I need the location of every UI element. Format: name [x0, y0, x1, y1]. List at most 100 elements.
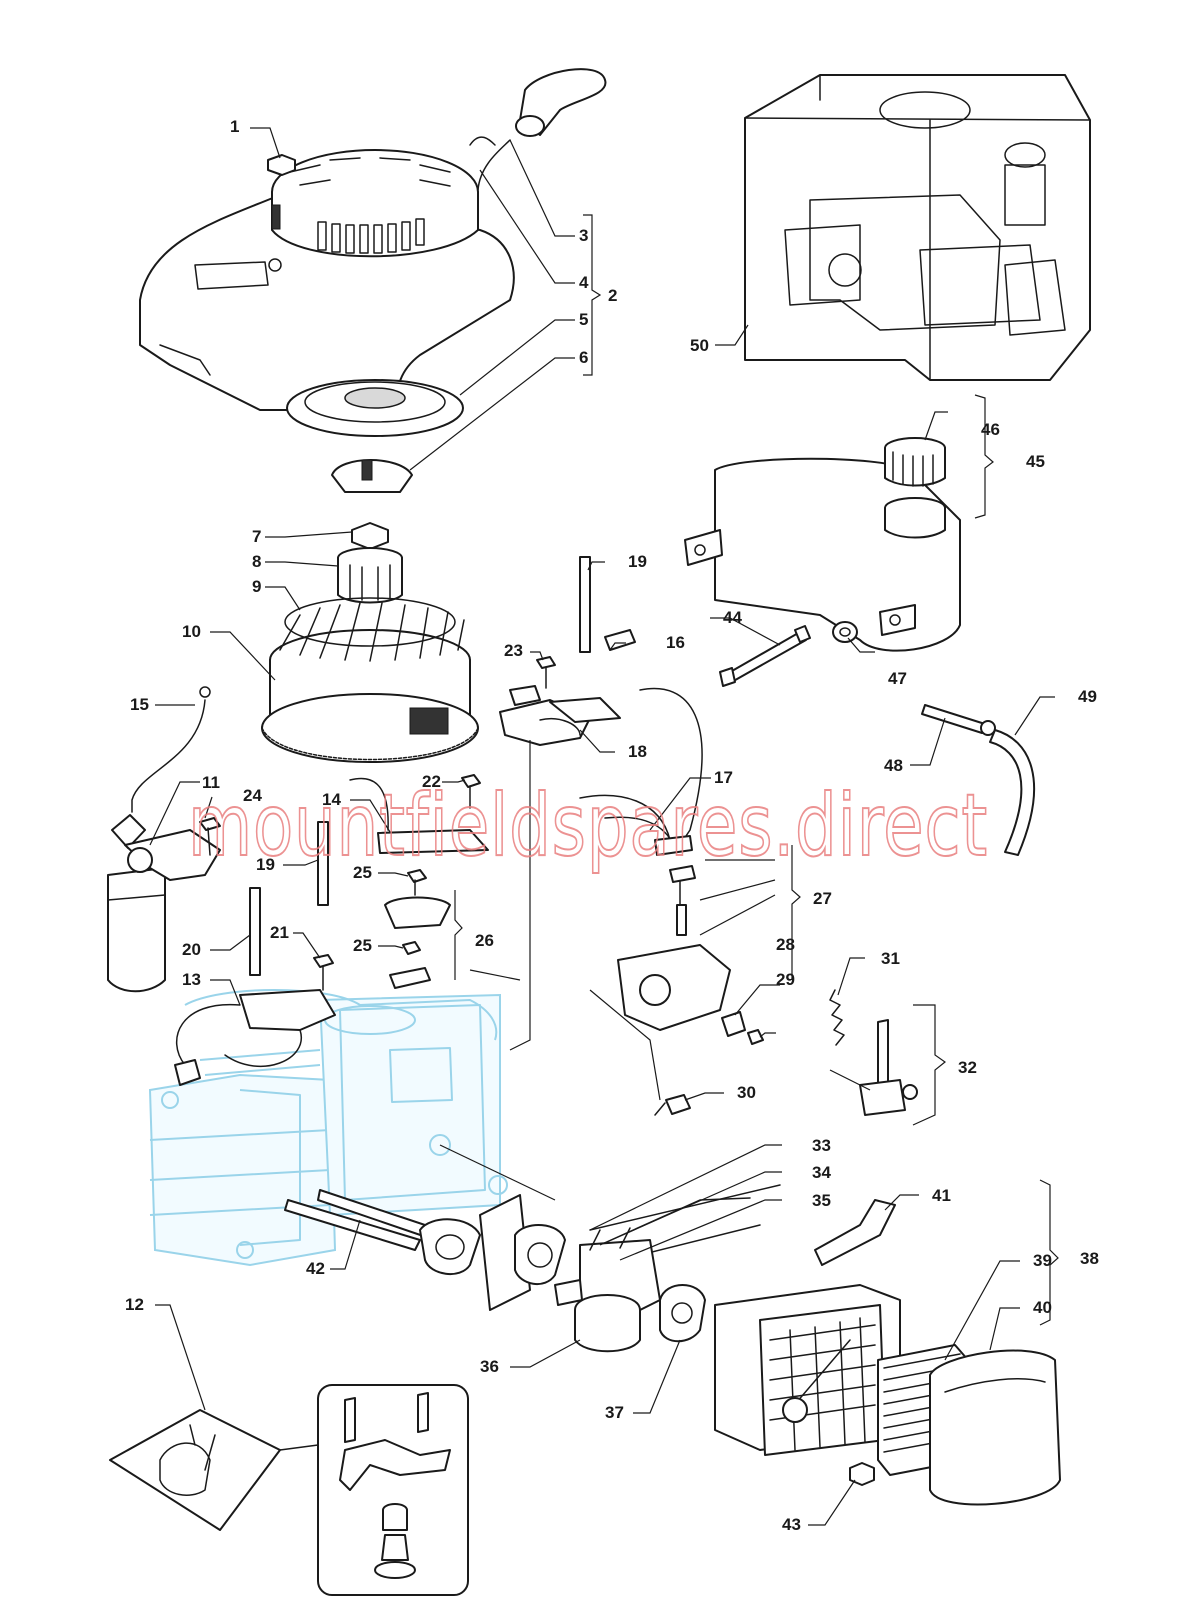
air-filter-housing-38	[714, 1284, 901, 1456]
callout-37: 37	[605, 1403, 624, 1422]
coil-bracket	[349, 777, 489, 854]
callout-labels: 1 2 3 4 5 6 7 8 9 10 11 12 13 14 15 16 1…	[125, 117, 1099, 1534]
bolt-22	[461, 774, 481, 809]
callout-34: 34	[812, 1163, 831, 1182]
bolt-21	[313, 954, 334, 991]
switch-16	[604, 629, 636, 651]
callout-17: 17	[714, 768, 733, 787]
callout-24: 24	[243, 786, 262, 805]
filter-cover-40	[929, 1349, 1061, 1506]
callout-32: 32	[958, 1058, 977, 1077]
callout-22: 22	[422, 772, 441, 791]
nut-43	[849, 1462, 875, 1486]
callout-30: 30	[737, 1083, 756, 1102]
bolt-23	[536, 656, 556, 689]
recoil-starter-cover	[139, 136, 515, 411]
callout-16: 16	[666, 633, 685, 652]
screw-29	[747, 1029, 764, 1045]
fuel-hose-49	[989, 729, 1035, 856]
callout-26: 26	[475, 931, 494, 950]
callout-49: 49	[1078, 687, 1097, 706]
leader-lines	[149, 127, 1055, 1526]
callout-12: 12	[125, 1295, 144, 1314]
callout-19-lower: 19	[256, 855, 275, 874]
callout-28: 28	[776, 935, 795, 954]
callout-8: 8	[252, 552, 261, 571]
callout-23: 23	[504, 641, 523, 660]
callout-5: 5	[579, 310, 588, 329]
governor-lever-32	[859, 1019, 918, 1116]
flywheel-cup	[337, 547, 403, 604]
intake-gaskets	[419, 1194, 566, 1311]
callout-25-upper: 25	[353, 863, 372, 882]
starter-motor	[107, 829, 221, 993]
fuel-tank-45	[684, 457, 961, 652]
callout-45: 45	[1026, 452, 1045, 471]
callout-39: 39	[1033, 1251, 1052, 1270]
callout-40: 40	[1033, 1298, 1052, 1317]
callout-6: 6	[579, 348, 588, 367]
callout-31: 31	[881, 949, 900, 968]
callout-25-lower: 25	[353, 936, 372, 955]
grommet-47	[832, 621, 858, 643]
starter-handle	[515, 68, 607, 137]
callout-1: 1	[230, 117, 239, 136]
nut-part	[267, 154, 296, 176]
callout-14: 14	[322, 790, 341, 809]
callout-27: 27	[813, 889, 832, 908]
flywheel-nut	[351, 522, 389, 550]
flywheel	[261, 597, 479, 763]
callout-21: 21	[270, 923, 289, 942]
callout-15: 15	[130, 695, 149, 714]
starter-pulley	[286, 379, 464, 437]
throttle-bracket-18	[499, 685, 621, 746]
starter-cup	[331, 459, 413, 493]
stud-19-lower	[317, 821, 329, 906]
stud-19-upper	[579, 556, 591, 653]
grouping-brackets	[454, 214, 1059, 1326]
callout-47: 47	[888, 669, 907, 688]
callout-44: 44	[723, 608, 742, 627]
callout-9: 9	[252, 577, 261, 596]
wiring-harness-17	[579, 687, 703, 856]
callout-4: 4	[579, 273, 589, 292]
gasket-37	[659, 1284, 706, 1343]
pin-48	[921, 704, 996, 736]
bolt-30	[654, 1094, 691, 1116]
fuel-cap-46	[884, 437, 946, 487]
callout-10: 10	[182, 622, 201, 641]
ignition-coil	[174, 989, 336, 1086]
spark-plug-lead	[111, 686, 211, 849]
callout-3: 3	[579, 226, 588, 245]
stud-20	[249, 887, 261, 976]
callout-50: 50	[690, 336, 709, 355]
carburettor-36	[554, 1227, 661, 1353]
starter-rope	[477, 139, 511, 191]
spring-31	[829, 989, 845, 1046]
watermark-text: mountfieldspares.direct	[188, 776, 988, 876]
callout-33: 33	[812, 1136, 831, 1155]
breather-tube-41	[814, 1199, 896, 1266]
callout-18: 18	[628, 742, 647, 761]
callout-42: 42	[306, 1259, 325, 1278]
callout-2: 2	[608, 286, 617, 305]
callout-20: 20	[182, 940, 201, 959]
callout-41: 41	[932, 1186, 951, 1205]
engine-assembly-box	[744, 74, 1091, 381]
governor-parts-26	[384, 869, 451, 989]
tank-bolt-44	[719, 625, 811, 687]
callout-19-upper: 19	[628, 552, 647, 571]
governor-bracket-27	[617, 865, 746, 1037]
engine-block-ghost	[148, 989, 508, 1267]
callout-7: 7	[252, 527, 261, 546]
callout-13: 13	[182, 970, 201, 989]
callout-36: 36	[480, 1357, 499, 1376]
parts-kit-12	[109, 1384, 469, 1596]
callout-43: 43	[782, 1515, 801, 1534]
bolt-24	[199, 817, 221, 856]
callout-29: 29	[776, 970, 795, 989]
callout-38: 38	[1080, 1249, 1099, 1268]
callout-46: 46	[981, 420, 1000, 439]
callout-35: 35	[812, 1191, 831, 1210]
